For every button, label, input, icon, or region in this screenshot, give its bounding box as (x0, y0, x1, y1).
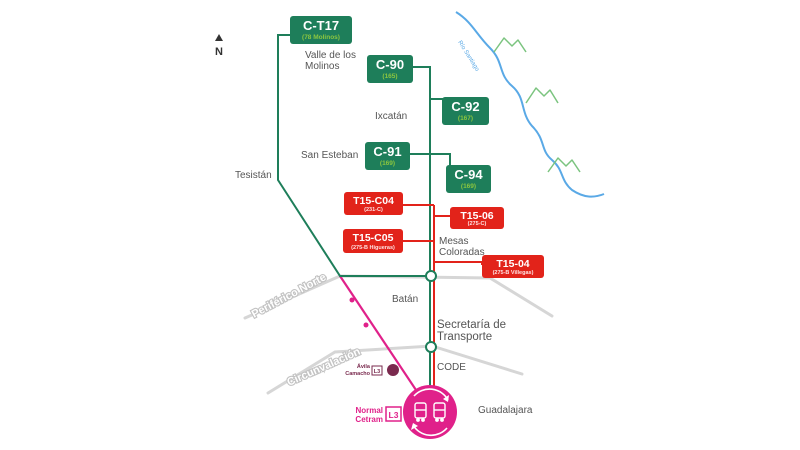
transfer-arrows-icon (412, 388, 449, 437)
route-badge-c-90: C-90(165) (367, 55, 413, 83)
route-badges: C-T17(78 Molinos)C-90(165)C-92(167)C-91(… (290, 16, 544, 278)
circunvalacion-road (266, 344, 524, 395)
terminal-circle (403, 385, 457, 439)
transfer-arrowhead-icon (411, 395, 449, 430)
route-code: C-94 (454, 167, 483, 182)
secretaria-transporte-line2: Transporte (437, 331, 492, 343)
circunvalacion-label: Circunvalación (285, 346, 362, 389)
normal-cetram-terminal (403, 385, 457, 439)
route-badge-t15-c04: T15-C04(231-C) (344, 192, 403, 215)
avila-line-badge-frame (371, 365, 383, 376)
magenta-line (339, 275, 419, 394)
route-badge-t15-06: T15-06(275-C) (450, 207, 504, 229)
mesas-coloradas-line1: Mesas (439, 236, 468, 247)
route-badge-c-91: C-91(169) (365, 142, 410, 170)
north-label: N (215, 46, 223, 58)
avila-label-line2: Camacho (345, 371, 370, 377)
route-badge-box (365, 142, 410, 170)
normal-line-badge: L3 (389, 410, 399, 420)
batan-label: Batán (392, 294, 418, 305)
route-subtitle: (169) (461, 183, 476, 190)
route-subtitle: (231-C) (364, 207, 383, 213)
route-badge-box (367, 55, 413, 83)
route-code: C-T17 (303, 18, 339, 33)
route-subtitle: (275-B Villegas) (493, 270, 534, 276)
bus-icon (433, 402, 446, 422)
route-badge-box (482, 255, 544, 278)
mountain-icon (547, 157, 581, 173)
route-code: T15-04 (496, 258, 529, 270)
avila-camacho-station-marker (387, 364, 399, 376)
route-subtitle: (275-C) (468, 221, 487, 227)
route-code: C-91 (373, 144, 401, 159)
route-subtitle: (165) (382, 73, 397, 80)
avila-line-badge: L3 (374, 369, 380, 375)
route-badge-box (446, 165, 491, 193)
route-c-t17-line (277, 34, 428, 277)
route-subtitle: (169) (380, 160, 395, 167)
batan-station-marker (425, 270, 437, 282)
route-badge-t15-04: T15-04(275-B Villegas) (482, 255, 544, 278)
river-santiago (455, 11, 605, 198)
route-code: C-92 (451, 99, 479, 114)
route-t15-04-line (434, 261, 483, 265)
north-arrow: N (215, 34, 223, 58)
mountain-icon (493, 37, 527, 53)
magenta-stop-marker (349, 297, 355, 303)
code-label: CODE (437, 362, 466, 373)
valle-de-los-molinos-line1: Valle de los (305, 50, 356, 61)
ixcatan-label: Ixcatán (375, 111, 407, 122)
mountains (493, 37, 581, 173)
normal-line-badge-frame (385, 406, 402, 422)
route-subtitle: (167) (458, 115, 473, 122)
route-badge-c-94: C-94(169) (446, 165, 491, 193)
route-subtitle: (275-B Higueras) (351, 245, 395, 251)
route-code: C-90 (376, 57, 404, 72)
periferico-norte-label: Periférico Norte (250, 271, 329, 320)
route-badge-box (343, 229, 403, 253)
route-subtitle: (78 Molinos) (302, 34, 340, 41)
valle-de-los-molinos-line2: Molinos (305, 61, 339, 72)
route-badge-t15-c05: T15-C05(275-B Higueras) (343, 229, 403, 253)
mountain-icon (525, 87, 559, 104)
mesas-coloradas-line2: Coloradas (439, 247, 485, 258)
magenta-stop-marker (363, 322, 369, 328)
code-station-marker (425, 341, 437, 353)
route-badge-c-92: C-92(167) (442, 97, 489, 125)
bus-icon (414, 402, 427, 422)
route-code: T15-C05 (353, 232, 394, 244)
route-badge-c-t17: C-T17(78 Molinos) (290, 16, 352, 44)
route-badge-box (344, 192, 403, 215)
san-esteban-label: San Esteban (301, 150, 358, 161)
normal-label-line2: Cetram (355, 415, 383, 424)
guadalajara-label: Guadalajara (478, 405, 533, 416)
tesistan-label: Tesistán (235, 170, 272, 181)
route-code: T15-06 (460, 210, 493, 222)
route-code: T15-C04 (353, 195, 394, 207)
route-badge-box (450, 207, 504, 229)
secretaria-transporte-line1: Secretaría de (437, 319, 506, 331)
normal-label-line1: Normal (355, 406, 383, 415)
route-badge-box (442, 97, 489, 125)
avila-label-line1: Ávila (357, 363, 371, 370)
rio-santiago-label: Río Santiago (456, 40, 480, 73)
north-arrow-icon (215, 34, 223, 41)
route-badge-box (290, 16, 352, 44)
magenta-route-line (339, 275, 419, 394)
